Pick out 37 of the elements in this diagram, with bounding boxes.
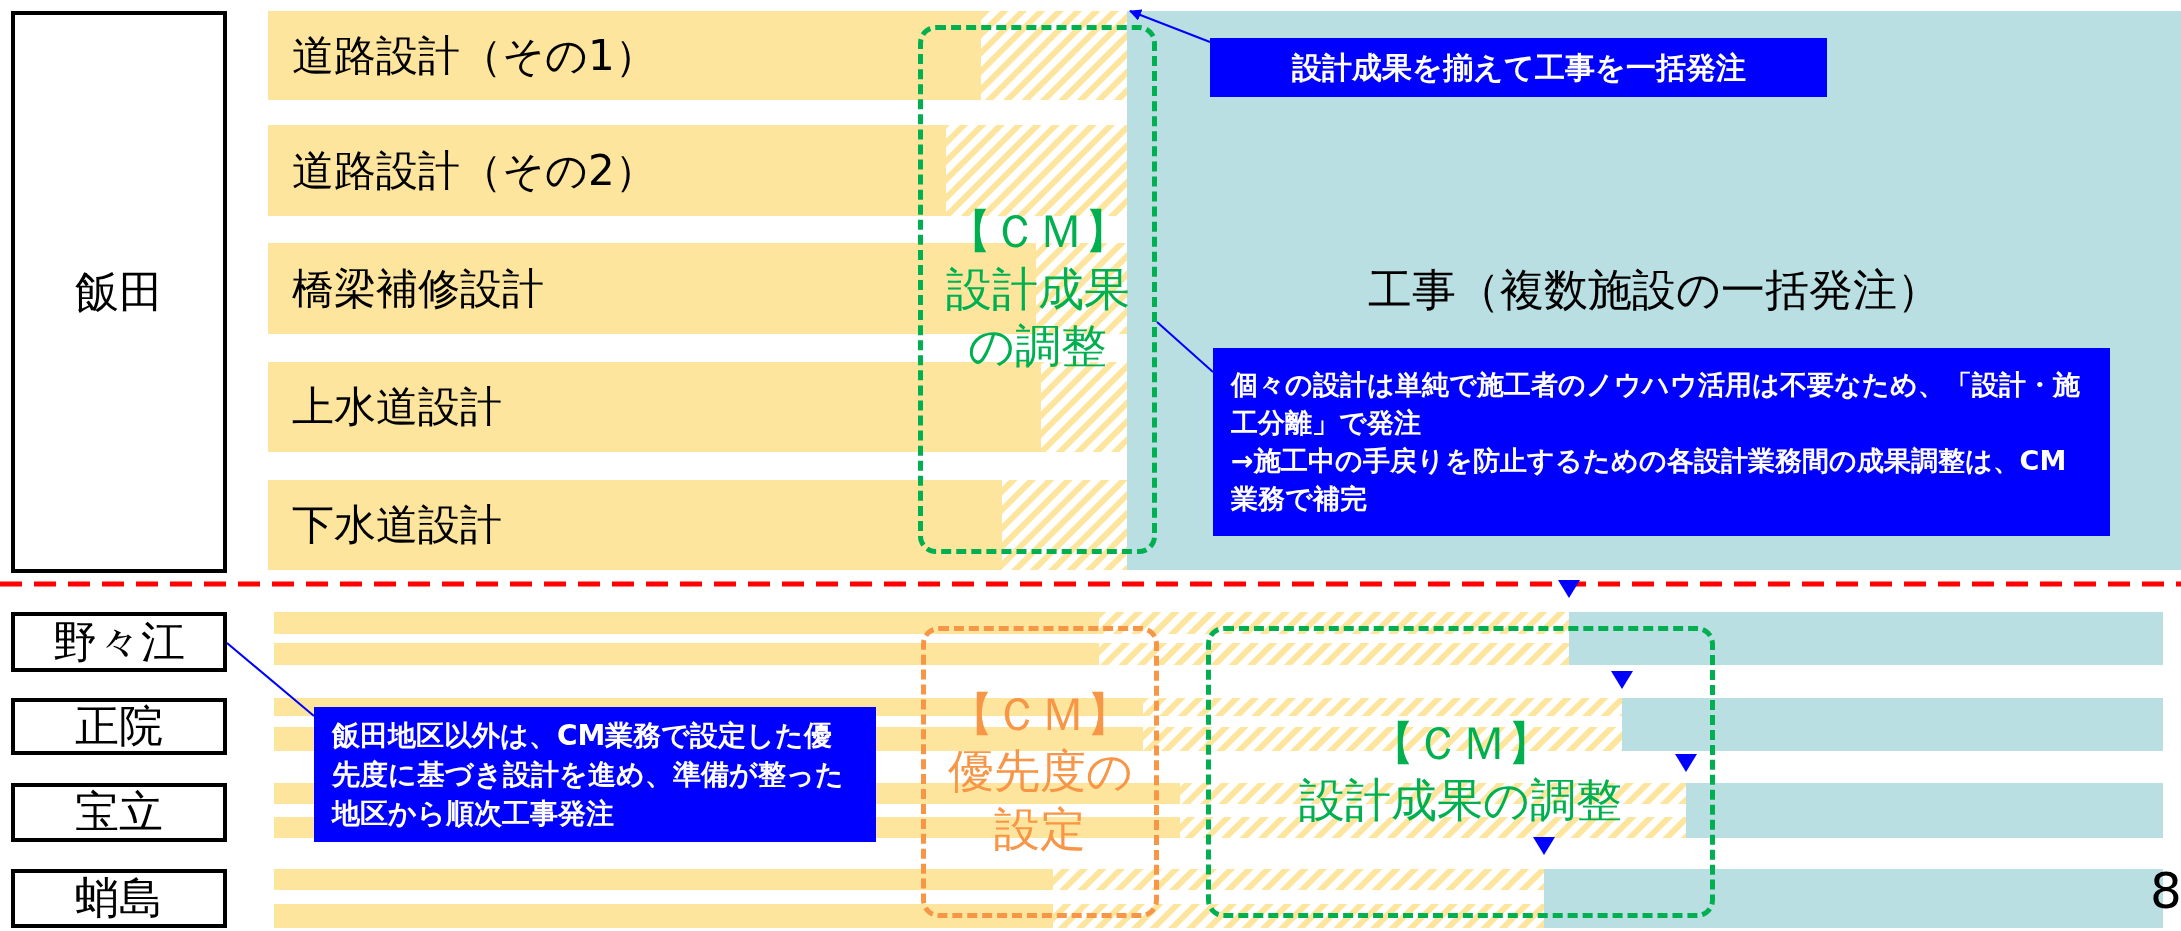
region-box [11,698,227,755]
leader-line [1129,9,1211,43]
region-label: 蛸島 [75,871,163,925]
task-bar [268,125,946,216]
region-box [11,783,227,842]
task-label: 道路設計（その2） [292,144,657,197]
callout-text: 設計成果を揃えて工事を一括発注 [1290,48,1747,87]
dashed-frame [921,626,1159,918]
callout-text: 個々の設計は単純で施工者のノウハウ活用は不要なため、「設計・施工分離」で発注 [1231,368,2081,441]
area-label: 工事（複数施設の一括発注） [1367,263,1941,317]
construction-area [1127,11,2181,570]
frame-label: 【ＣＭ】 [1368,714,1553,772]
frame-label: 【ＣＭ】 [945,203,1130,261]
page-number: 8 [2150,862,2181,920]
task-label: 上水道設計 [292,381,502,433]
callout-box [1213,348,2110,536]
callout-text: 飯田地区以外は、CM業務で設定した優先度に基づき設計を進め、準備が整った地区から順次工事発注 [332,717,845,833]
region-label: 宝立 [75,785,163,839]
region-box [11,11,227,573]
region-label: 正院 [75,699,163,753]
callout-box [1210,38,1827,97]
leader-line [1156,321,1214,373]
dashed-frame [918,25,1157,554]
task-bar [268,480,1002,570]
region-label: 飯田 [75,264,163,319]
task-label: 道路設計（その1） [292,29,657,82]
leader-line [226,642,315,717]
callout-box [314,707,876,842]
task-label: 橋梁補修設計 [292,262,544,315]
task-label: 下水道設計 [292,499,502,551]
callout-text: →施工中の手戻りを防止するための各設計業務間の成果調整は、CM業務で補完 [1231,444,2068,516]
region-label: 野々江 [53,614,185,669]
task-bar [268,11,981,100]
frame-label: 設計成果の調整 [1299,772,1622,829]
region-box [11,869,227,928]
frame-label: 設計成果の調整 [944,260,1131,376]
region-box [11,612,227,672]
